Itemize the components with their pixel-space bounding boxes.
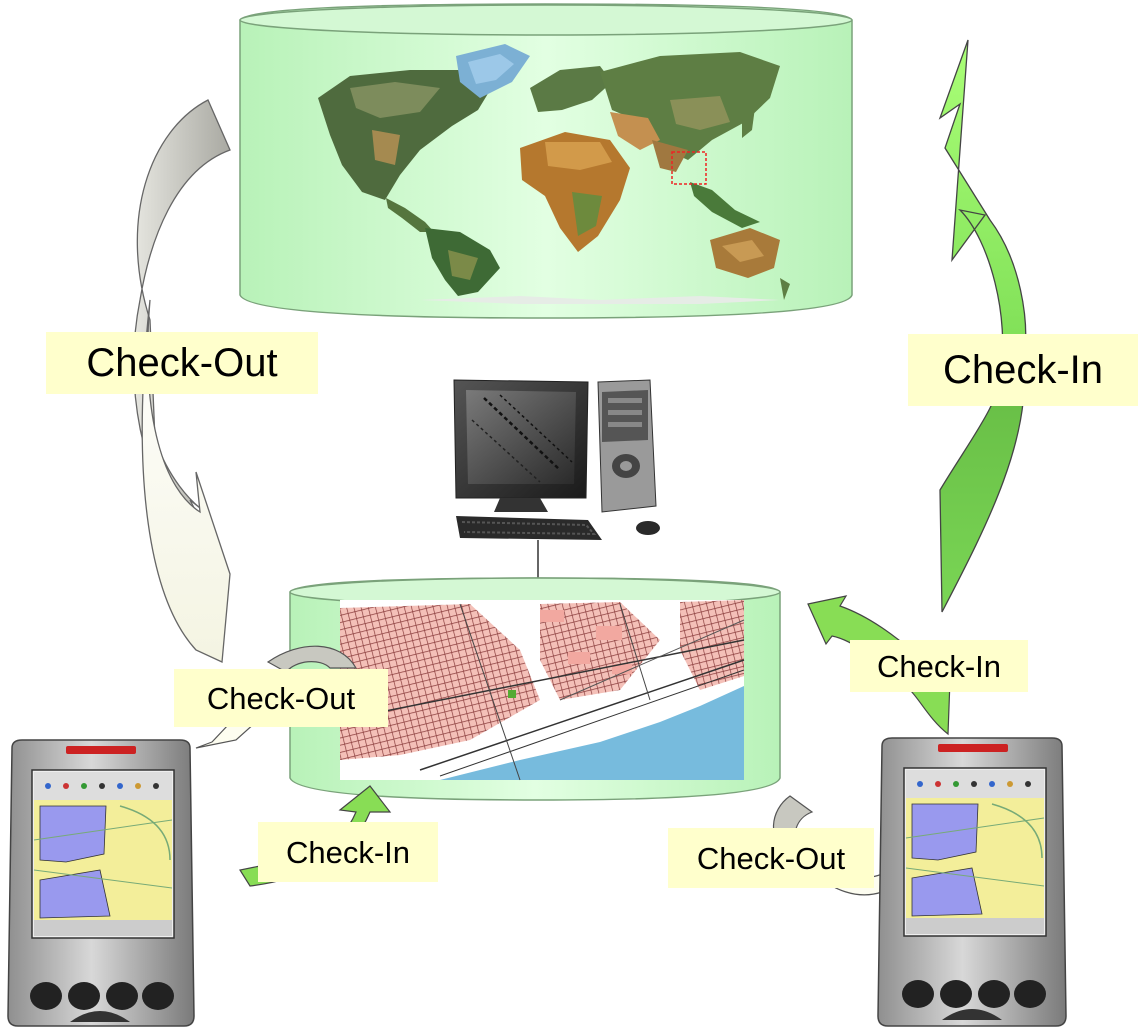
checkin-label-right: Check-In bbox=[908, 334, 1138, 406]
checkin-arrow-right bbox=[938, 39, 1027, 613]
desktop-computer-image bbox=[453, 379, 660, 586]
checkin-label-bottom-left: Check-In bbox=[258, 822, 438, 882]
checkout-label-mid-left: Check-Out bbox=[174, 669, 388, 727]
checkout-label-bottom-right: Check-Out bbox=[668, 828, 874, 888]
city-map-image bbox=[339, 600, 745, 781]
world-map-image bbox=[318, 44, 790, 304]
checkin-label-mid-right: Check-In bbox=[850, 640, 1028, 692]
handheld-device-left-image bbox=[7, 739, 195, 1027]
checkout-label-left: Check-Out bbox=[46, 332, 318, 394]
handheld-device-right-image bbox=[877, 737, 1067, 1027]
checkout-arrow-left bbox=[133, 99, 231, 663]
